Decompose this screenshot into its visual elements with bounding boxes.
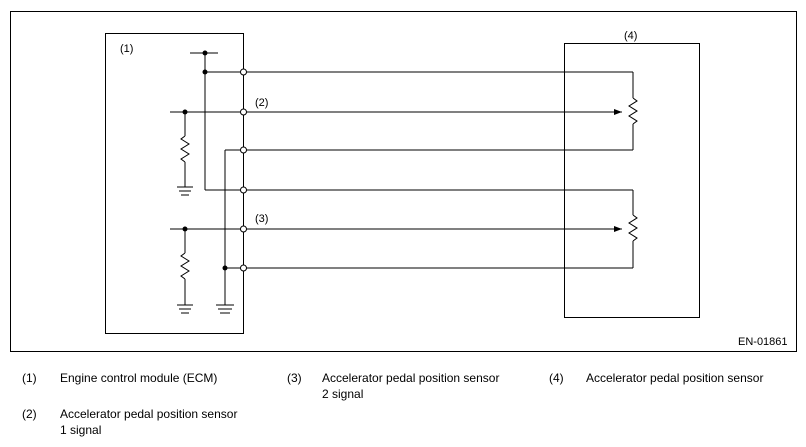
legend-number-3: (3) xyxy=(287,371,302,385)
ecm-label: (1) xyxy=(120,43,133,55)
connector-terminal xyxy=(240,186,247,194)
signal-1-resistor xyxy=(180,135,190,163)
legend-text-1: Engine control module (ECM) xyxy=(60,371,218,385)
junction-dot xyxy=(182,109,188,115)
legend-number-4: (4) xyxy=(549,371,564,385)
connector-terminal xyxy=(240,68,247,76)
legend-text-3-line-1: Accelerator pedal position sensor xyxy=(322,371,500,385)
connector-terminal xyxy=(240,225,247,233)
signal-1-label: (2) xyxy=(255,97,268,109)
legend-text-3-line-2: 2 signal xyxy=(322,387,364,401)
legend-text-4: Accelerator pedal position sensor xyxy=(586,371,764,385)
connector-terminal xyxy=(240,264,247,272)
junction-dot xyxy=(182,226,188,232)
legend-number-2: (2) xyxy=(22,407,37,421)
junction-dot xyxy=(202,69,208,75)
connector-terminal xyxy=(240,108,247,116)
sensor-label: (4) xyxy=(624,30,637,42)
diagram-frame xyxy=(10,11,797,352)
ecm-box xyxy=(105,33,244,334)
figure-code: EN-01861 xyxy=(738,336,788,348)
connector-terminal xyxy=(240,146,247,154)
sensor-1-resistor xyxy=(628,97,638,125)
sensor-2-resistor xyxy=(628,214,638,242)
signal-2-label: (3) xyxy=(255,213,268,225)
signal-2-resistor xyxy=(180,252,190,280)
sensor-box xyxy=(564,43,700,318)
legend-text-2-line-1: Accelerator pedal position sensor xyxy=(60,407,238,421)
legend-number-1: (1) xyxy=(22,371,37,385)
junction-dot xyxy=(202,50,208,56)
junction-dot xyxy=(222,265,228,271)
legend-text-2-line-2: 1 signal xyxy=(60,423,102,437)
